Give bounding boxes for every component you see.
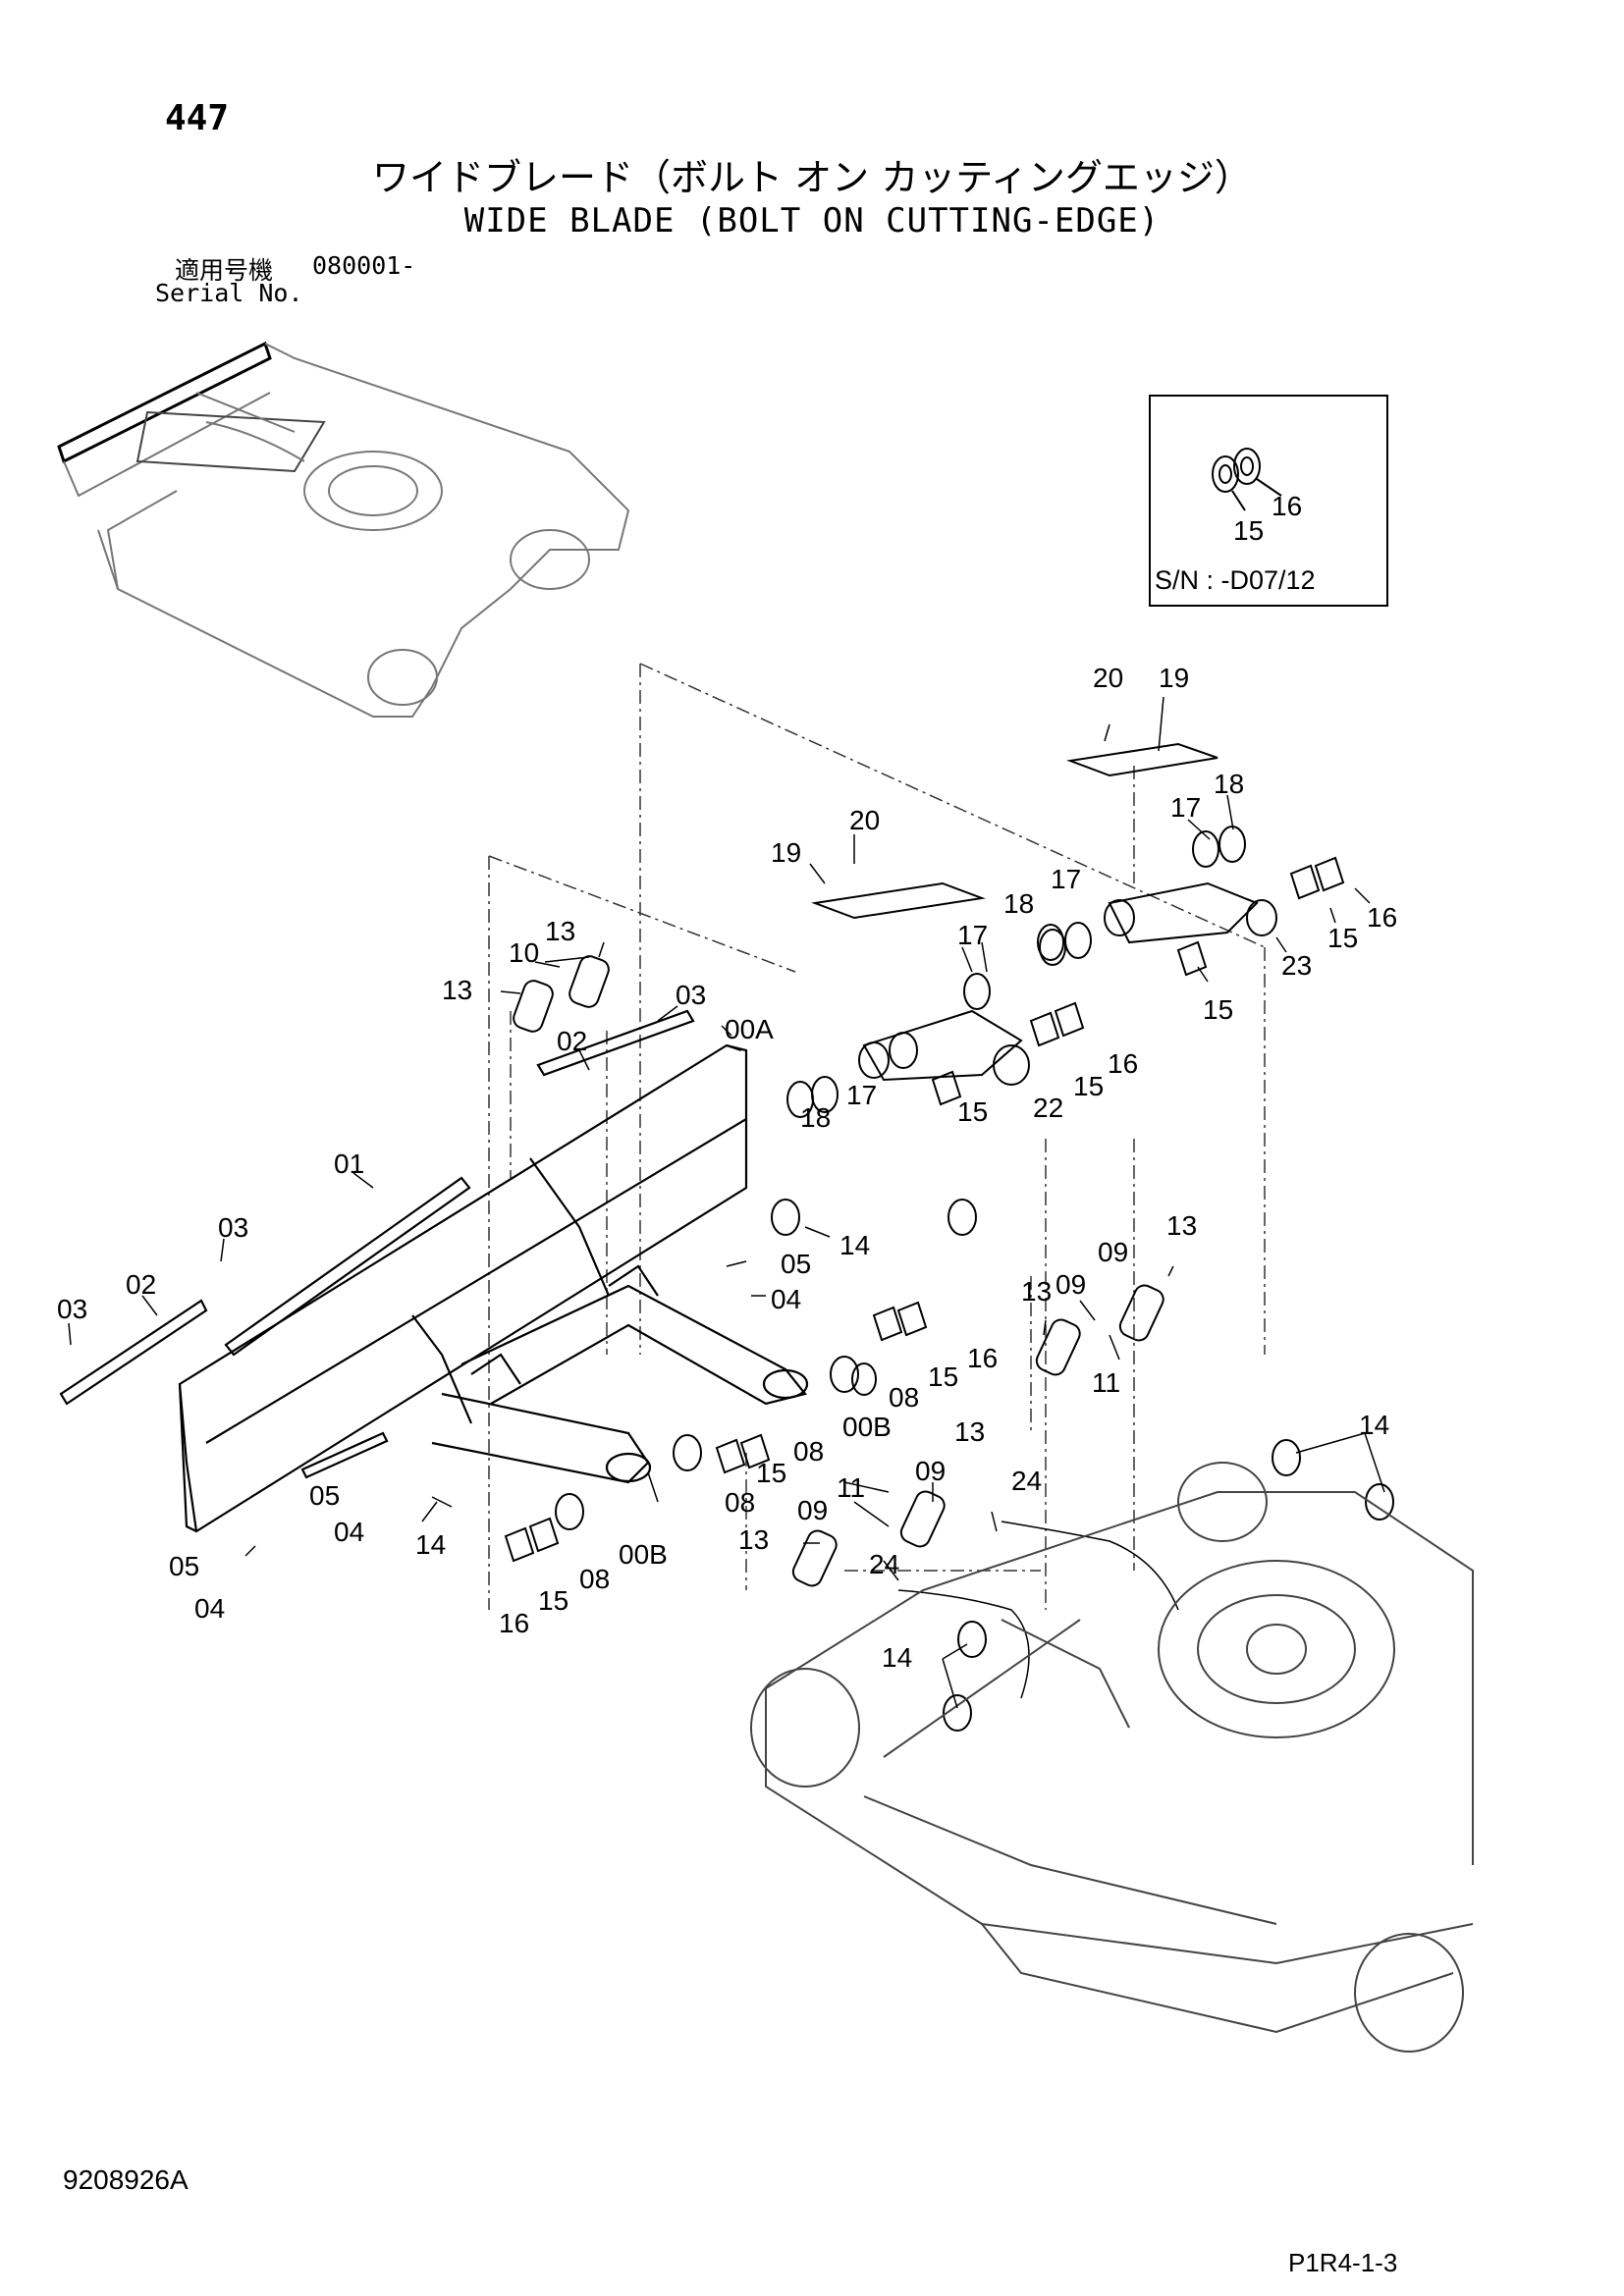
cover-plates-illustration (811, 742, 1218, 920)
callout-00B: 00B (842, 1412, 892, 1442)
callout-09: 09 (915, 1456, 946, 1486)
callout-02: 02 (557, 1026, 587, 1056)
callout-03: 03 (218, 1212, 248, 1243)
callout-22: 22 (1033, 1093, 1063, 1123)
callout-16: 16 (1367, 902, 1397, 933)
callout-18: 18 (800, 1102, 831, 1133)
callout-16: 16 (1108, 1048, 1138, 1079)
page-title-japanese: ワイドブレード（ボルト オン カッティングエッジ） (372, 156, 1252, 199)
callout-17: 17 (846, 1080, 877, 1110)
callout-14: 14 (415, 1529, 446, 1560)
callout-19: 19 (1159, 663, 1189, 693)
callout-00A: 00A (725, 1014, 774, 1044)
callout-05: 05 (781, 1249, 811, 1279)
callout-09: 09 (1056, 1269, 1086, 1300)
callout-17: 17 (1170, 792, 1201, 823)
callout-19: 19 (771, 837, 801, 868)
callout-05: 05 (169, 1551, 199, 1581)
callout-05: 05 (309, 1480, 340, 1511)
callout-14: 14 (882, 1642, 912, 1673)
callout-15: 15 (928, 1362, 958, 1392)
callout-03: 03 (57, 1294, 87, 1324)
callout-13: 13 (1021, 1276, 1052, 1307)
callout-04: 04 (334, 1517, 364, 1547)
callout-04: 04 (771, 1284, 801, 1314)
shim-plates-illustration (504, 856, 1345, 1563)
serial-label-japanese: 適用号機 (175, 256, 274, 285)
callout-13: 13 (738, 1524, 769, 1555)
inset-serial-note: S/N : -D07/12 (1155, 565, 1316, 595)
callout-08: 08 (793, 1436, 824, 1467)
callout-15: 15 (538, 1585, 568, 1616)
callout-16: 16 (967, 1343, 998, 1373)
callout-10: 10 (509, 937, 539, 968)
blade-illustration (59, 1009, 809, 1533)
cylinder-lower-illustration (858, 1009, 1030, 1086)
inset-box (1149, 395, 1388, 607)
inset-callout-16: 16 (1272, 491, 1302, 521)
callout-13: 13 (954, 1416, 985, 1447)
callout-13: 13 (1166, 1210, 1197, 1241)
hose-lines-illustration (897, 1521, 1179, 1699)
callout-20: 20 (849, 805, 880, 835)
inset-washers-illustration (1212, 448, 1282, 511)
callout-08: 08 (889, 1382, 919, 1413)
callout-04: 04 (194, 1593, 225, 1624)
pins-illustration (513, 955, 1164, 1587)
callout-16: 16 (499, 1608, 529, 1638)
serial-range: 080001- (312, 251, 416, 280)
leader-lines (68, 696, 1385, 1709)
callout-15: 15 (1327, 923, 1358, 953)
overview-machine-illustration (57, 341, 630, 718)
callout-20: 20 (1093, 663, 1123, 693)
page-code: P1R4-1-3 (1288, 2248, 1398, 2277)
callout-14: 14 (1359, 1410, 1389, 1440)
callout-11: 11 (837, 1472, 865, 1503)
callout-09: 09 (797, 1495, 828, 1525)
callout-01: 01 (334, 1148, 364, 1179)
serial-label-english: Serial No. (155, 279, 303, 307)
undercarriage-illustration (750, 1462, 1474, 2053)
callout-09: 09 (1098, 1237, 1128, 1267)
callout-24: 24 (1011, 1466, 1042, 1496)
page-number: 447 (165, 98, 230, 138)
callout-15: 15 (1203, 994, 1233, 1025)
callout-17: 17 (1051, 864, 1081, 894)
callout-13: 13 (442, 975, 472, 1005)
callout-03: 03 (676, 980, 706, 1010)
callout-11: 11 (1092, 1367, 1120, 1398)
callout-24: 24 (869, 1549, 899, 1579)
callout-17: 17 (957, 920, 988, 950)
callout-18: 18 (1003, 888, 1034, 919)
callout-labels: 16 15 20 19 18 17 17 18 16 15 23 15 20 1… (57, 491, 1397, 1673)
callout-00B: 00B (619, 1539, 668, 1570)
inset-callout-15: 15 (1233, 515, 1264, 546)
callout-18: 18 (1214, 769, 1244, 799)
callout-08: 08 (725, 1487, 755, 1518)
callout-08: 08 (579, 1564, 610, 1594)
document-code: 9208926A (63, 2164, 189, 2195)
cylinder-upper-illustration (1104, 881, 1277, 944)
callout-15: 15 (957, 1096, 988, 1127)
page-title-english: WIDE BLADE (BOLT ON CUTTING-EDGE) (463, 201, 1161, 240)
callout-15: 15 (1073, 1071, 1104, 1101)
callout-13: 13 (545, 916, 575, 946)
callout-14: 14 (839, 1230, 870, 1260)
callout-02: 02 (126, 1269, 156, 1300)
callout-23: 23 (1281, 950, 1312, 981)
callout-15: 15 (756, 1458, 786, 1488)
